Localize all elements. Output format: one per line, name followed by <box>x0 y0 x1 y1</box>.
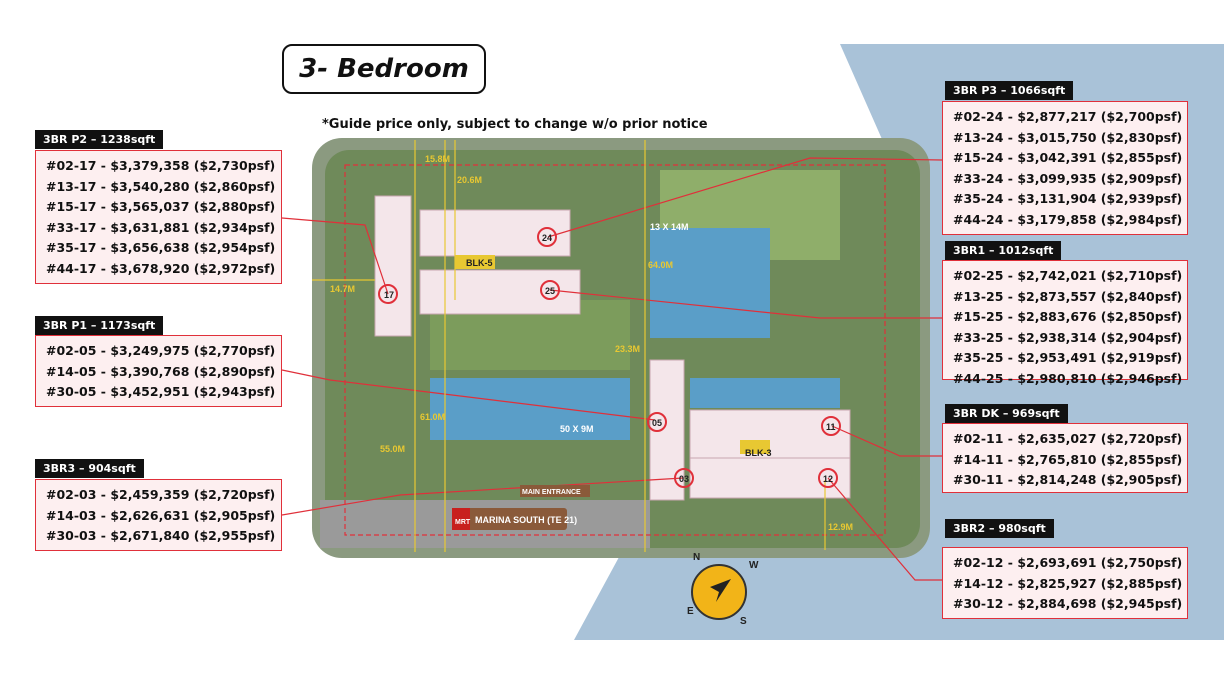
main-entrance-label: MAIN ENTRANCE <box>522 489 581 496</box>
compass-n: N <box>693 552 700 563</box>
price-panel-3br3: #02-03 - $2,459,359 ($2,720psf) #14-03 -… <box>35 479 282 551</box>
price-line: #44-25 - $2,980,810 ($2,946psf) <box>953 370 1183 386</box>
compass-e: E <box>687 606 694 617</box>
panel-label-3br-p2: 3BR P2 – 1238sqft <box>35 130 164 149</box>
price-panel-3br-p2: #02-17 - $3,379,358 ($2,730psf) #13-17 -… <box>35 150 282 284</box>
panel-label-3br1: 3BR1 – 1012sqft <box>945 241 1062 260</box>
compass-w: W <box>749 560 759 571</box>
dim-label: 12.9M <box>828 522 853 532</box>
panel-label-3br-dk: 3BR DK – 969sqft <box>945 404 1068 423</box>
price-line: #44-17 - $3,678,920 ($2,972psf) <box>46 260 276 276</box>
marker-label-24: 24 <box>542 233 552 243</box>
mrt-badge: MRT <box>455 519 471 526</box>
price-line: #33-25 - $2,938,314 ($2,904psf) <box>953 329 1183 345</box>
price-line: #02-25 - $2,742,021 ($2,710psf) <box>953 268 1183 283</box>
price-panel-3br1: #02-25 - $2,742,021 ($2,710psf) #13-25 -… <box>942 260 1188 386</box>
price-line: #30-03 - $2,671,840 ($2,955psf) <box>46 528 276 543</box>
price-line: #35-24 - $3,131,904 ($2,939psf) <box>953 191 1183 206</box>
panel-label-3br2: 3BR2 – 980sqft <box>945 519 1054 538</box>
dim-label: 64.0M <box>648 260 673 270</box>
price-line: #02-12 - $2,693,691 ($2,750psf) <box>953 555 1183 570</box>
dim-label: 23.3M <box>615 344 640 354</box>
price-line: #02-03 - $2,459,359 ($2,720psf) <box>46 487 276 502</box>
price-panel-3br-dk: #02-11 - $2,635,027 ($2,720psf) #14-11 -… <box>942 423 1188 493</box>
marker-label-05: 05 <box>652 418 662 428</box>
panel-label-3br-p1: 3BR P1 – 1173sqft <box>35 316 164 335</box>
price-line: #30-12 - $2,884,698 ($2,945psf) <box>953 596 1183 611</box>
price-line: #02-05 - $3,249,975 ($2,770psf) <box>46 343 276 358</box>
dim-label: 55.0M <box>380 444 405 454</box>
price-line: #35-25 - $2,953,491 ($2,919psf) <box>953 350 1183 365</box>
price-line: #14-12 - $2,825,927 ($2,885psf) <box>953 575 1183 591</box>
price-line: #14-05 - $3,390,768 ($2,890psf) <box>46 363 276 379</box>
marker-label-17: 17 <box>384 290 394 300</box>
price-line: #14-03 - $2,626,631 ($2,905psf) <box>46 507 276 523</box>
price-line: #44-24 - $3,179,858 ($2,984psf) <box>953 211 1183 227</box>
block-label-3: BLK-3 <box>745 448 772 458</box>
price-panel-3br-p1: #02-05 - $3,249,975 ($2,770psf) #14-05 -… <box>35 335 282 407</box>
pool-label: 13 X 14M <box>650 222 689 232</box>
dim-label: 15.8M <box>425 154 450 164</box>
price-line: #15-24 - $3,042,391 ($2,855psf) <box>953 150 1183 165</box>
panel-label-3br-p3: 3BR P3 – 1066sqft <box>945 81 1074 100</box>
station-label: MARINA SOUTH (TE 21) <box>475 515 577 525</box>
price-line: #15-17 - $3,565,037 ($2,880psf) <box>46 199 276 214</box>
dim-label: 61.0M <box>420 412 445 422</box>
pool-label: 50 X 9M <box>560 424 594 434</box>
price-line: #13-17 - $3,540,280 ($2,860psf) <box>46 178 276 194</box>
price-panel-3br-p3: #02-24 - $2,877,217 ($2,700psf) #13-24 -… <box>942 101 1188 235</box>
marker-label-03: 03 <box>679 474 689 484</box>
page-title: 3- Bedroom <box>282 44 486 94</box>
price-line: #02-17 - $3,379,358 ($2,730psf) <box>46 158 276 173</box>
price-line: #13-24 - $3,015,750 ($2,830psf) <box>953 129 1183 145</box>
price-panel-3br2: #02-12 - $2,693,691 ($2,750psf) #14-12 -… <box>942 547 1188 619</box>
price-notice: *Guide price only, subject to change w/o… <box>322 117 708 132</box>
panel-label-3br3: 3BR3 – 904sqft <box>35 459 144 478</box>
price-line: #02-11 - $2,635,027 ($2,720psf) <box>953 431 1183 446</box>
price-line: #14-11 - $2,765,810 ($2,855psf) <box>953 451 1183 467</box>
price-line: #35-17 - $3,656,638 ($2,954psf) <box>46 240 276 255</box>
marker-label-11: 11 <box>826 422 836 432</box>
price-line: #33-24 - $3,099,935 ($2,909psf) <box>953 170 1183 186</box>
price-line: #13-25 - $2,873,557 ($2,840psf) <box>953 288 1183 304</box>
marker-label-12: 12 <box>823 474 833 484</box>
dim-label: 20.6M <box>457 175 482 185</box>
price-line: #02-24 - $2,877,217 ($2,700psf) <box>953 109 1183 124</box>
price-line: #30-11 - $2,814,248 ($2,905psf) <box>953 472 1183 487</box>
compass-s: S <box>740 616 747 627</box>
price-line: #15-25 - $2,883,676 ($2,850psf) <box>953 309 1183 324</box>
marker-label-25: 25 <box>545 286 555 296</box>
block-label-5: BLK-5 <box>466 258 493 268</box>
dim-label: 14.7M <box>330 284 355 294</box>
price-line: #30-05 - $3,452,951 ($2,943psf) <box>46 384 276 399</box>
price-line: #33-17 - $3,631,881 ($2,934psf) <box>46 219 276 235</box>
